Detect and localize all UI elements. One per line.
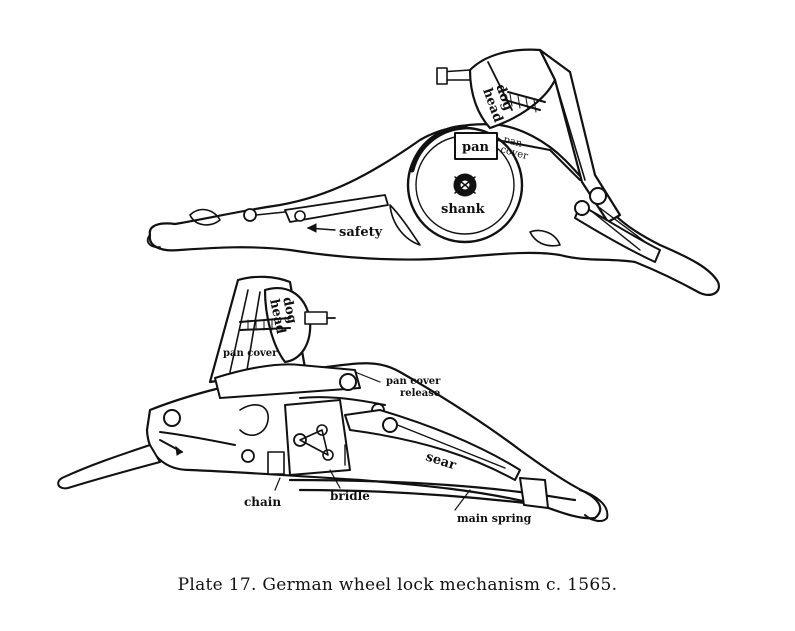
lower-pan-cover-label: pan cover: [223, 348, 278, 359]
upper-shank: [453, 173, 477, 197]
upper-pan-cover-label: pan: [502, 134, 524, 150]
upper-safety-label: safety: [339, 225, 383, 240]
upper-shank-label: shank: [441, 202, 486, 217]
lower-chain-label: chain: [244, 495, 281, 509]
upper-lock-view: dog head pan pan cover shank safety: [146, 48, 720, 296]
lower-lock-plate: [145, 362, 602, 520]
lower-main-spring-label: main spring: [457, 512, 532, 525]
upper-safety: [243, 194, 389, 223]
lower-dog-head-label: dog: [279, 296, 299, 325]
lower-dog-head-label-2: head: [266, 298, 288, 336]
lower-main-spring: [288, 477, 577, 509]
lower-pan-cover: [214, 363, 361, 399]
lower-bridle-assembly: [267, 399, 351, 476]
lower-lock-view: dog head pan cover pan cover release sea…: [57, 275, 609, 525]
plate-caption: Plate 17. German wheel lock mechanism c.…: [177, 575, 618, 595]
lower-pan-cover-release-label: pan cover: [386, 376, 441, 387]
lower-dog-head: [263, 287, 312, 364]
lower-bridle-label: bridle: [330, 489, 370, 503]
lower-pan-cover-release-label-2: release: [400, 388, 440, 399]
lower-sear: [344, 409, 521, 481]
upper-dog-head: [468, 48, 557, 130]
upper-pan: [454, 132, 498, 160]
upper-pan-label: pan: [462, 140, 490, 155]
